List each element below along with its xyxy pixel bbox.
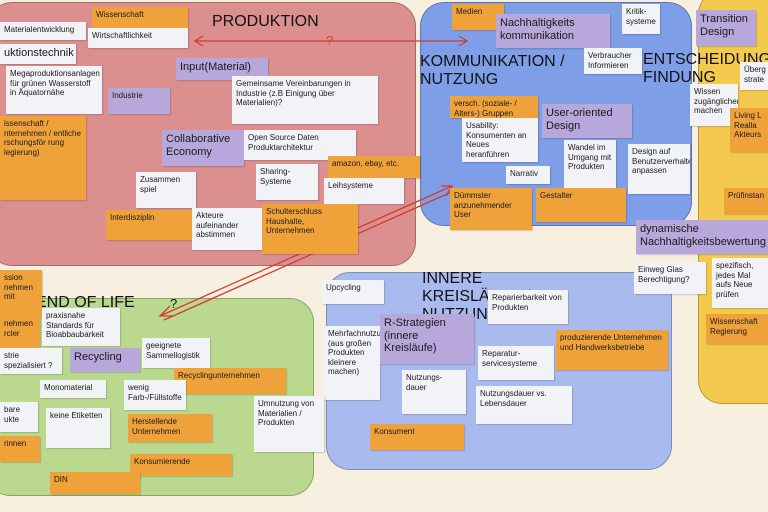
question-mark-endoflife: ? <box>170 296 178 311</box>
note-living-lab: Living L Realla Akteurs <box>730 108 768 152</box>
note-input-material: Input(Material) <box>176 58 268 80</box>
note-user-oriented: User-oriented Design <box>542 104 632 138</box>
note-dyn-bewertung: dynamische Nachhaltigkeitsbewertung <box>636 220 768 254</box>
note-konsumierende: Konsumierende <box>130 454 232 476</box>
note-recyclingunternehmen: Recyclingunternehmen <box>174 368 286 394</box>
note-design-benutzer: Design auf Benutzerverhalten anpassen <box>628 144 690 194</box>
note-einweg-glas: Einweg Glas Berechtigung? <box>634 262 706 294</box>
note-spezialisiert: strie spezialisiert ? <box>0 348 62 374</box>
note-r-strategien: R-Strategien (innere Kreisläufe) <box>380 314 474 364</box>
note-versch-gruppen: versch. (soziale- / Alters-) Gruppen <box>450 96 538 118</box>
note-leihsysteme: Leihsysteme <box>324 178 404 204</box>
note-opensource: Open Source Daten Produktarchitektur <box>244 130 356 160</box>
title-kommunikation: KOMMUNIKATION / NUTZUNG <box>420 53 565 88</box>
note-usability: Usability: Konsumenten an Neues heranfüh… <box>462 118 538 162</box>
note-geeignete: geeignete Sammellogistik <box>142 338 210 368</box>
note-mehrfachnutzung: Mehrfachnutzung (aus großen Produkten kl… <box>324 326 380 400</box>
note-transition: Transition Design <box>696 10 756 46</box>
note-bare-ukte: bare ukte <box>0 402 38 432</box>
note-praxisnahe: praxisnahe Standards für Bioabbaubarkeit <box>42 308 120 346</box>
note-schulterschluss: Schulterschluss Haushalte, Unternehmen <box>262 204 358 254</box>
note-nehmen-rcler: nehmen rcler <box>0 316 40 348</box>
note-wandel: Wandel im Umgang mit Produkten <box>564 140 616 194</box>
note-uebergeord: Überg strate <box>740 62 768 90</box>
note-konsument: Konsument <box>370 424 464 450</box>
note-recycling: Recycling <box>70 348 140 372</box>
note-industrie: Industrie <box>108 88 170 114</box>
note-medien: Medien <box>452 4 504 30</box>
note-nutzungsdauer: Nutzungs-dauer <box>402 370 466 414</box>
note-interdisziplin: Interdisziplin <box>106 210 198 240</box>
note-verbraucher: Verbraucher Informieren <box>584 48 642 74</box>
note-wirtschaftlichkeit: Wirtschaftlichkeit <box>88 28 188 48</box>
note-wissenschaft-left: issenschaft / nternehmen / entliche rsch… <box>0 116 86 200</box>
note-upcycling: Upcycling <box>322 280 384 304</box>
note-collaborative: Collaborative Economy <box>162 130 244 166</box>
note-nachhaltigkeitskomm: Nachhaltigkeits kommunikation <box>496 14 610 48</box>
note-zusammenspiel: Zusammen spiel <box>136 172 196 208</box>
note-wissenschaft-regierung: Wissenschaft Regierung <box>706 314 768 344</box>
note-amazon: amazon, ebay, etc. <box>328 156 420 178</box>
note-narrativ: Narrativ <box>506 166 550 184</box>
note-din: DIN <box>50 472 140 494</box>
note-emission: ssion nehmen mit <box>0 270 42 316</box>
note-keine-etiketten: keine Etiketten <box>46 408 110 448</box>
note-spezifisch: spezifisch, jedes Mal aufs Neue prüfen <box>712 258 768 308</box>
title-entscheidung: ENTSCHEIDUNG FINDUNG <box>643 51 768 86</box>
note-akteure: Akteure aufeinander abstimmen <box>192 208 262 250</box>
note-reparierbarkeit: Reparierbarkeit von Produkten <box>488 290 568 324</box>
note-kritiksysteme: Kritik-systeme <box>622 4 660 34</box>
note-monomaterial: Monomaterial <box>40 380 106 398</box>
question-mark-top: ? <box>326 33 334 48</box>
note-produzierende: produzierende Unternehmen und Handwerksb… <box>556 330 668 370</box>
note-sharing: Sharing-Systeme <box>256 164 318 200</box>
note-vereinbarungen: Gemeinsame Vereinbarungen in Industrie (… <box>232 76 378 124</box>
note-gestalter: Gestalter <box>536 188 626 222</box>
note-materialentwicklung: Materialentwicklung <box>0 22 86 40</box>
title-produktion: PRODUKTION <box>212 13 319 30</box>
note-duemmster: Dümmster anzunehmender User <box>450 188 532 230</box>
note-wenig-farb: wenig Farb-/Füllstoffe <box>124 380 186 410</box>
note-megaproduktion: Megaproduktionsanlagen für grünen Wasser… <box>6 66 102 114</box>
note-rinnen: rinnen <box>0 436 40 462</box>
note-nutzungsdauer-vs: Nutzungsdauer vs. Lebensdauer <box>476 386 572 424</box>
note-reparatur: Reparatur-servicesysteme <box>478 346 554 380</box>
note-produktionstechnik: uktionstechnik <box>0 44 76 64</box>
note-umnutzung: Umnutzung von Materialien / Produkten <box>254 396 324 452</box>
note-pruefinstanz: Prüfinstan <box>724 188 768 214</box>
note-herstellende: Herstellende Unternehmen <box>128 414 212 442</box>
title-endoflife: END OF LIFE <box>36 294 135 311</box>
note-wissenschaft: Wissenschaft <box>92 7 188 29</box>
